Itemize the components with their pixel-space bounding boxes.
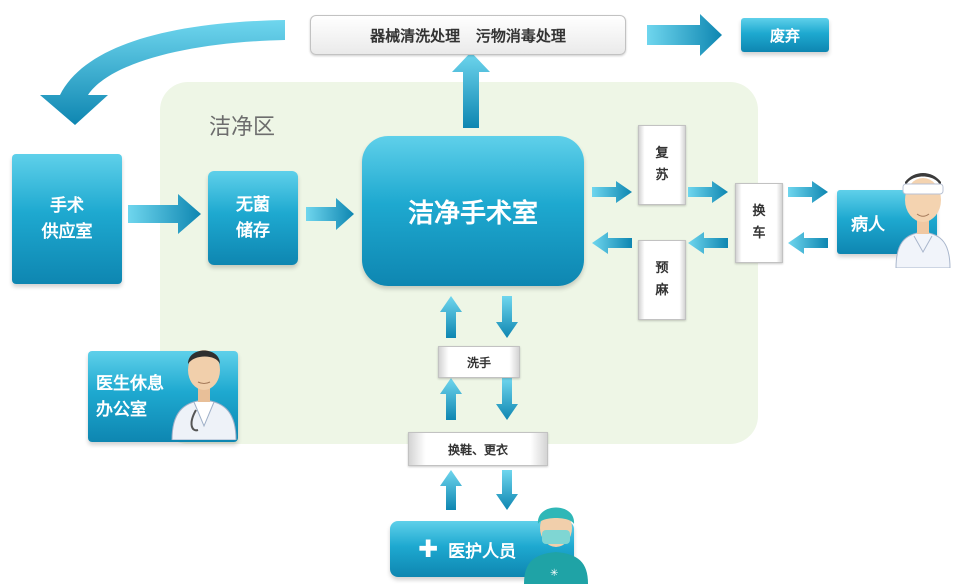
arrow-wash-down-to-change — [496, 378, 518, 420]
medical-cross-icon: ✚ — [418, 535, 439, 563]
sterile-storage-line-2: 储存 — [236, 221, 270, 241]
arrow-storage-to-or — [306, 198, 354, 230]
arrow-supply-to-storage — [128, 194, 201, 234]
arrow-wash-up-to-or — [440, 296, 462, 338]
hand-wash-box: 洗手 — [438, 346, 520, 378]
surgeon-figure-icon: ✳ — [524, 507, 588, 584]
pre-anesthesia-box: 预 麻 — [638, 240, 686, 320]
arrow-staff-up-to-change — [440, 470, 462, 510]
recovery-line-1: 复 — [655, 146, 669, 161]
change-clothes-box: 换鞋、更衣 — [408, 432, 548, 466]
curved-return-arrow — [40, 20, 285, 125]
doctor-figure-icon — [171, 350, 237, 440]
arrow-change-down-to-staff — [496, 470, 518, 510]
arrow-recovery-to-transfer — [688, 181, 728, 203]
arrow-transfer-to-anesthesia — [688, 232, 728, 254]
arrow-anesthesia-to-or — [592, 232, 632, 254]
sterile-storage-box: 无菌 储存 — [208, 171, 298, 265]
transfer-line-1: 换 — [752, 204, 766, 219]
arrow-patient-to-transfer — [788, 232, 828, 254]
clean-operating-room-box: 洁净手术室 — [362, 136, 584, 286]
supply-room-line-1: 手术 — [50, 196, 84, 216]
cart-transfer-box: 换 车 — [735, 183, 783, 263]
recovery-box: 复 苏 — [638, 125, 686, 205]
arrow-to-discard — [647, 14, 722, 56]
sterile-storage-line-1: 无菌 — [236, 195, 270, 215]
instrument-processing-box: 器械清洗处理 污物消毒处理 — [310, 15, 626, 55]
discard-box: 废弃 — [741, 18, 829, 52]
patient-figure-icon — [895, 173, 951, 268]
arrow-or-down-to-wash — [496, 296, 518, 338]
arrow-change-up-to-wash — [440, 378, 462, 420]
arrow-or-to-recovery — [592, 181, 632, 203]
doctor-office-line-2: 办公室 — [96, 399, 147, 420]
doctor-office-line-1: 医生休息 — [96, 373, 164, 394]
surgical-supply-room-box: 手术 供应室 — [12, 154, 122, 284]
arrow-up-to-processing — [452, 52, 490, 128]
transfer-line-2: 车 — [752, 226, 766, 241]
recovery-line-2: 苏 — [655, 168, 669, 183]
arrow-transfer-to-patient — [788, 181, 828, 203]
medical-staff-label: 医护人员 — [448, 541, 517, 562]
anesthesia-line-1: 预 — [655, 261, 669, 276]
svg-text:✳: ✳ — [550, 568, 558, 579]
clean-zone-label: 洁净区 — [209, 115, 276, 140]
supply-room-line-2: 供应室 — [41, 222, 93, 242]
anesthesia-line-2: 麻 — [655, 283, 669, 298]
